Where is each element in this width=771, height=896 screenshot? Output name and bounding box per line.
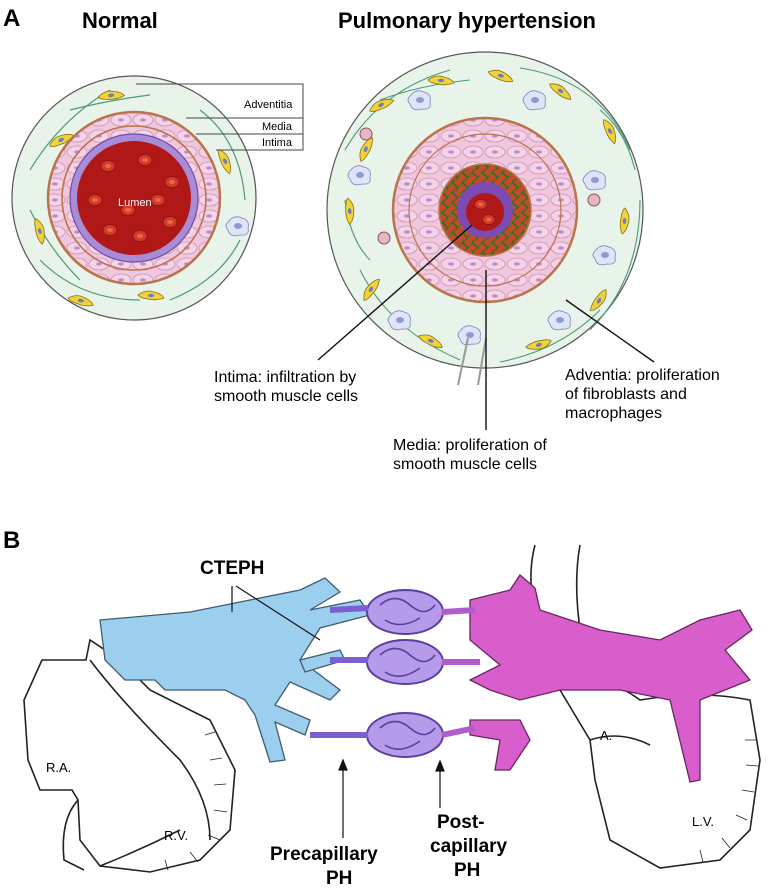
adventitia-callout-line1: Adventia: proliferation: [565, 367, 720, 384]
precapillary-label-line1: Precapillary: [270, 844, 378, 865]
postcapillary-label-line3: PH: [454, 860, 480, 881]
panel-a-letter: A: [3, 5, 20, 32]
postcapillary-label-line2: capillary: [430, 836, 508, 857]
intima-callout-line2: smooth muscle cells: [214, 388, 358, 405]
intima-label: Intima: [262, 137, 293, 149]
media-callout-line2: smooth muscle cells: [393, 456, 537, 473]
lumen-label: Lumen: [118, 197, 152, 209]
intima-callout-line1: Intima: infiltration by: [214, 369, 356, 386]
right-heart: [23, 638, 236, 873]
lv-label: L.V.: [692, 814, 714, 829]
pulmonary-artery-tree: [99, 577, 372, 763]
cteph-label: CTEPH: [200, 558, 264, 579]
precapillary-label-line2: PH: [326, 868, 352, 889]
layer-guides: [136, 83, 304, 151]
adventitia-callout-line2: of fibroblasts and: [565, 386, 687, 403]
normal-title: Normal: [82, 8, 158, 33]
ph-vessel: [326, 51, 644, 386]
ra-label: R.A.: [46, 760, 71, 775]
normal-vessel: Lumen: [11, 75, 257, 321]
callout-lines: [317, 224, 655, 430]
pulmonary-vein-tree: [468, 574, 753, 783]
cteph-arrows: [231, 585, 321, 641]
panel-b-letter: B: [3, 527, 20, 554]
ph-arrows: [338, 758, 445, 838]
media-label: Media: [262, 121, 293, 133]
media-callout-line1: Media: proliferation of: [393, 437, 547, 454]
postcapillary-label-line1: Post-: [437, 812, 485, 833]
capillary-beds: [310, 589, 480, 758]
la-label: A.: [600, 728, 612, 743]
ph-title: Pulmonary hypertension: [338, 8, 596, 33]
adventitia-callout-line3: macrophages: [565, 405, 662, 422]
adventitia-label: Adventitia: [244, 99, 293, 111]
left-heart: [530, 544, 761, 869]
rv-label: R.V.: [164, 828, 188, 843]
